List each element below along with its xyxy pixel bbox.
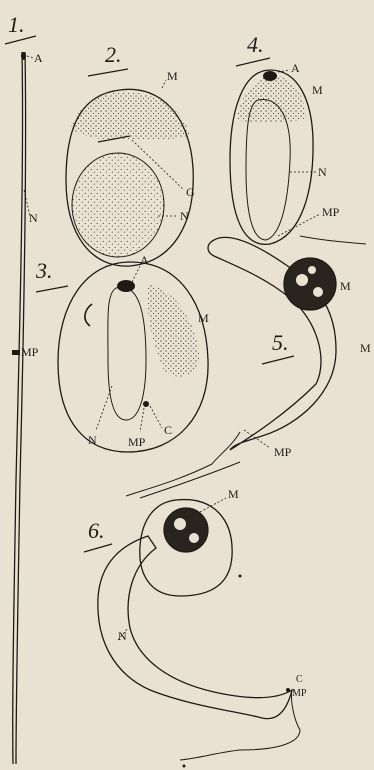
- fig3-leader-mp: [140, 408, 144, 432]
- fig5-mass-spot-1: [296, 274, 308, 286]
- figure-6: 6. M N C MP: [84, 487, 307, 768]
- fig2-number: 2.: [105, 42, 122, 67]
- fig1-number-underline: [5, 36, 36, 44]
- fig6-centriole: [286, 688, 290, 692]
- fig6-cell-body: [98, 536, 292, 719]
- fig1-middle-piece: [12, 350, 20, 355]
- fig6-tail: [180, 690, 300, 760]
- fig4-leader-mp: [278, 214, 320, 236]
- fig2-mitochondrial-granules: [70, 92, 190, 140]
- fig6-end-dot: [183, 765, 186, 768]
- fig3-label-a: A: [140, 253, 149, 267]
- fig3-number-underline: [36, 286, 68, 292]
- fig5-number: 5.: [272, 330, 289, 355]
- fig4-label-mp: MP: [322, 205, 340, 219]
- fig4-acrosome: [263, 71, 277, 81]
- fig1-label-mp: MP: [21, 345, 39, 359]
- fig5-label-m: M: [340, 279, 351, 293]
- fig2-label-m: M: [167, 69, 178, 83]
- fig3-number: 3.: [35, 258, 53, 283]
- fig1-number: 1.: [8, 12, 25, 37]
- fig3-leader-c: [150, 406, 162, 428]
- fig4-label-a: A: [291, 61, 300, 75]
- fig5-mitochondrial-mass: [284, 258, 336, 310]
- fig2-label-n: N: [180, 209, 189, 223]
- fig2-nucleus: [72, 153, 164, 257]
- fig1-label-n: N: [29, 211, 38, 225]
- fig6-mass-spot-1: [174, 518, 186, 530]
- fig6-dot: [239, 575, 242, 578]
- fig5-mass-spot-2: [313, 287, 323, 297]
- fig5-number-underline: [262, 356, 294, 364]
- fig4-number: 4.: [247, 32, 264, 57]
- fig3-label-mp: MP: [128, 435, 146, 449]
- fig5-mass-spot-3: [308, 266, 316, 274]
- fig6-leader-m: [200, 498, 226, 512]
- fig3-label-c: C: [164, 423, 172, 437]
- fig3-label-n: N: [88, 433, 97, 447]
- fig1-label-a: A: [34, 51, 43, 65]
- fig2-number-underline: [88, 69, 128, 76]
- figure-3: 3. A M N C MP: [35, 253, 240, 498]
- fig2-label-g: G: [186, 185, 195, 199]
- fig1-leader-a: [27, 56, 34, 58]
- figure-2: 2. M G N: [66, 42, 195, 266]
- fig4-label-n: N: [318, 165, 327, 179]
- fig6-number-underline: [84, 544, 112, 552]
- fig2-leader-m: [162, 80, 166, 88]
- fig3-centriole: [143, 401, 149, 407]
- figure-1: 1. A N MP: [5, 12, 43, 764]
- fig3-tail: [140, 462, 240, 498]
- fig4-number-underline: [236, 58, 270, 66]
- fig4-tail: [300, 236, 366, 244]
- fig3-nucleus: [108, 287, 146, 420]
- fig5-label-mp: MP: [274, 445, 292, 459]
- fig6-mass-spot-2: [189, 533, 199, 543]
- fig5-label-m2: M: [360, 341, 371, 355]
- fig3-crescent: [85, 304, 92, 326]
- fig6-label-c: C: [296, 674, 303, 685]
- fig1-apical-body: [21, 52, 26, 60]
- fig4-label-m: M: [312, 83, 323, 97]
- fig6-mitochondrial-mass: [164, 508, 208, 552]
- fig6-number: 6.: [88, 518, 105, 543]
- fig6-label-m: M: [228, 487, 239, 501]
- fig3-leader-a: [132, 266, 140, 282]
- fig6-label-mp: MP: [292, 688, 307, 699]
- fig3-label-m: M: [198, 311, 209, 325]
- fig6-label-n: N: [118, 629, 127, 643]
- figure-4: 4. A M N MP: [230, 32, 366, 244]
